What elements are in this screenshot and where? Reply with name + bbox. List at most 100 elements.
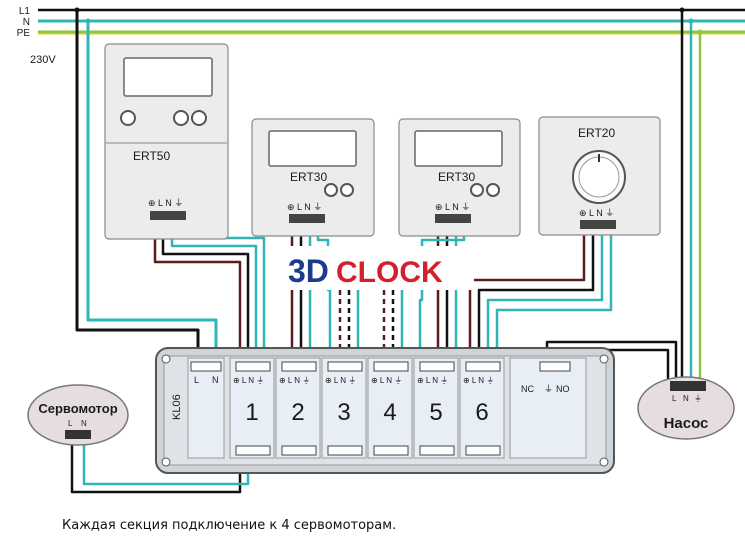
thermostat-ert50: ERT50 ⊕ L N ⏚ xyxy=(104,43,229,240)
ert50-knob-left xyxy=(120,110,136,126)
zone-terminal-block-bottom xyxy=(373,445,409,456)
ert20-dial-inner xyxy=(578,156,620,198)
zone-sections: ⊕ L N ⏚ 1 ⊕ L N ⏚2⊕ L N ⏚3 ⊕ L N ⏚ 4 ⊕ L N ⏚ 5… xyxy=(229,357,505,459)
n-label: N xyxy=(23,17,30,28)
zone-panel xyxy=(275,357,321,459)
wire-ert50-l xyxy=(161,218,250,365)
servomotor-terminal-block xyxy=(65,430,91,439)
zone-terminal-block-bottom xyxy=(465,445,501,456)
logo-background xyxy=(282,246,474,290)
supply-bus: L1 N PE 230V xyxy=(17,6,745,66)
servomotor-body xyxy=(27,384,129,446)
ert20-terminal-block xyxy=(580,220,616,229)
power-section xyxy=(187,357,225,459)
ert50-knob-mid xyxy=(173,110,189,126)
ert30b-name: ERT30 xyxy=(438,170,475,184)
zone-number: 6 xyxy=(475,399,488,426)
ert50-terminal-block xyxy=(150,211,186,220)
ert30b-knob-left xyxy=(470,183,484,197)
zone-terminal-labels: ⊕ L N ⏚ xyxy=(463,376,494,385)
zone-panel xyxy=(459,357,505,459)
zone-terminal-block-top xyxy=(327,361,363,372)
pump-body xyxy=(637,376,735,440)
zone-terminal-labels: ⊕ L N ⏚ xyxy=(233,376,264,385)
pump-terminal-pe: ⏚ xyxy=(694,394,702,403)
wire-ert20-l xyxy=(477,228,595,365)
zone-panel xyxy=(321,357,367,459)
power-terminal-n: N xyxy=(212,375,219,385)
logo: 3D CLOCK xyxy=(282,246,474,290)
servomotor-terminal-n: N xyxy=(81,419,87,428)
ert50-knob-right xyxy=(191,110,207,126)
zone-section-1: ⊕ L N ⏚ 1 xyxy=(229,357,275,459)
wire-ert50-n2 xyxy=(178,218,266,365)
mount-hole-br xyxy=(599,457,609,467)
ert50-terminal-labels: ⊕ L N ⏚ xyxy=(148,198,183,208)
ert30b-knob-right xyxy=(486,183,500,197)
relay-section xyxy=(509,357,587,459)
mount-hole-tl xyxy=(161,354,171,364)
wire-ert50-n xyxy=(170,218,258,365)
zone-number: 5 xyxy=(429,399,442,426)
zone-section-5: ⊕ L N ⏚ 5 xyxy=(413,357,459,459)
ert50-name: ERT50 xyxy=(133,149,170,163)
ert30a-display xyxy=(268,130,357,167)
zone-section-2: ⊕ L N ⏚2 xyxy=(275,357,321,459)
wires xyxy=(70,10,702,494)
ert30b-terminal-block xyxy=(435,214,471,223)
relay-terminal-block xyxy=(539,361,571,372)
ert20-name: ERT20 xyxy=(578,126,615,140)
servomotor-terminal-l: L xyxy=(68,419,73,428)
pump-terminal-n: N xyxy=(683,394,689,403)
ert30b-display xyxy=(414,130,503,167)
controller-model: KL06 xyxy=(171,394,183,420)
wire-ert20-c xyxy=(468,228,586,365)
controller-kl06: KL06 L N ⊕ L N ⏚1⊕ L N ⏚2⊕ L N ⏚3⊕ L N ⏚… xyxy=(155,347,615,474)
zone-terminal-block-bottom xyxy=(281,445,317,456)
ert30b-terminal-labels: ⊕ L N ⏚ xyxy=(435,202,470,212)
servomotor-name: Сервомотор xyxy=(38,401,117,416)
thermostat-ert30-b: ERT30 ⊕ L N ⏚ xyxy=(398,118,521,237)
pump-name: Насос xyxy=(664,415,709,432)
servomotor: Сервомотор L N xyxy=(27,384,129,446)
zone-terminal-block-top xyxy=(465,361,501,372)
zone-number: 1 xyxy=(245,399,258,426)
zone-terminal-block-bottom xyxy=(327,445,363,456)
pump-terminal-block xyxy=(670,381,706,391)
zone-section-6: ⊕ L N ⏚ 6 xyxy=(459,357,505,459)
wire-ert30a-n2 xyxy=(316,220,332,365)
zone-terminal-labels: ⊕ L N ⏚ xyxy=(417,376,448,385)
wire-ert30b-n2 xyxy=(418,220,466,365)
zone-terminal-block-top xyxy=(281,361,317,372)
ert30a-name: ERT30 xyxy=(290,170,327,184)
zone-terminal-labels: ⊕ L N ⏚ xyxy=(279,376,310,385)
wire-ert20-n xyxy=(486,228,604,365)
pump-terminal-l: L xyxy=(672,394,677,403)
ert30a-terminal-block xyxy=(289,214,325,223)
thermostat-ert20: ERT20 ⊕ L N ⏚ xyxy=(538,116,661,236)
logo-digits: 3D xyxy=(288,253,329,289)
voltage-label: 230V xyxy=(30,54,56,66)
ert30a-knob-left xyxy=(324,183,338,197)
power-terminal-block xyxy=(190,361,222,372)
ert30a-terminal-labels: ⊕ L N ⏚ xyxy=(287,202,322,212)
zone-terminal-block-bottom xyxy=(235,445,271,456)
ert20-terminal-labels: ⊕ L N ⏚ xyxy=(579,208,614,218)
ert50-display xyxy=(123,57,213,97)
ert30a-knob-right xyxy=(340,183,354,197)
wire-ert20-n2 xyxy=(495,228,613,365)
pe-label: PE xyxy=(17,28,31,39)
mount-hole-tr xyxy=(599,354,609,364)
relay-no: NO xyxy=(556,384,570,394)
zone-section-3: ⊕ L N ⏚3 xyxy=(321,357,367,459)
zone-terminal-block-top xyxy=(419,361,455,372)
mount-hole-bl xyxy=(161,457,171,467)
zone-terminal-labels: ⊕ L N ⏚ xyxy=(371,376,402,385)
wire-power-n xyxy=(86,21,218,365)
zone-panel xyxy=(367,357,413,459)
zone-terminal-block-top xyxy=(373,361,409,372)
zone-terminal-block-bottom xyxy=(419,445,455,456)
zone-number: 4 xyxy=(383,399,396,426)
zone-terminal-block-top xyxy=(235,361,271,372)
